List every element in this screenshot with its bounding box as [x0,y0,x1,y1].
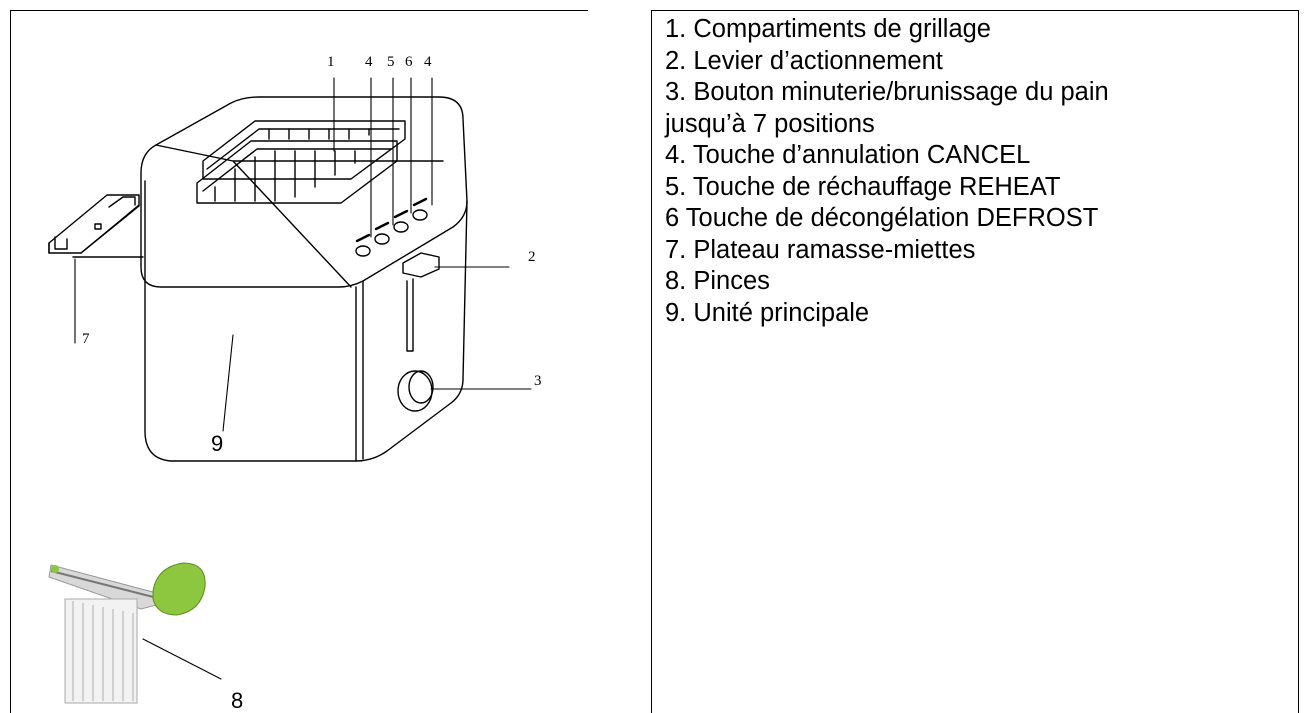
callout-8: 8 [231,688,243,713]
crumb-tray-illustration [48,194,144,258]
table-border-right [1298,10,1299,713]
table-border-middle [651,10,652,713]
part-9-main-unit: 9. Unité principale [665,298,870,327]
callout-7: 7 [82,331,90,347]
part-5-reheat-button: 5. Touche de réchauffage REHEAT [665,172,1061,201]
callout-6: 6 [405,54,413,70]
tongs-illustration [48,562,206,704]
callout-leader-lines [74,77,532,680]
parts-list: 1. Compartiments de grillage 2. Levier d… [665,14,1285,329]
callout-2: 2 [528,249,536,265]
callout-4-a: 4 [365,54,373,70]
toaster-diagram: 1 4 5 6 4 2 3 7 9 8 [48,54,542,713]
toaster-body-illustration [140,96,468,462]
part-7-crumb-tray: 7. Plateau ramasse-miettes [665,235,976,264]
part-3-timer-knob-continued: jusqu’à 7 positions [665,109,875,138]
callout-3: 3 [534,373,542,389]
table-border-left [10,10,11,713]
part-2-lever: 2. Levier d’actionnement [665,46,943,75]
table-border-top-left [10,10,588,11]
table-border-top-right [652,10,1299,11]
callout-5: 5 [387,54,395,70]
callout-4-b: 4 [424,54,432,70]
part-8-tongs: 8. Pinces [665,267,770,295]
part-3-timer-knob: 3. Bouton minuterie/brunissage du pain [665,78,1109,106]
callout-1: 1 [327,54,335,70]
part-1-compartments: 1. Compartiments de grillage [665,15,991,43]
callout-9: 9 [211,431,223,456]
part-6-defrost-button: 6 Touche de décongélation DEFROST [665,204,1099,232]
part-4-cancel-button: 4. Touche d’annulation CANCEL [665,141,1031,169]
tongs-head [152,562,206,616]
